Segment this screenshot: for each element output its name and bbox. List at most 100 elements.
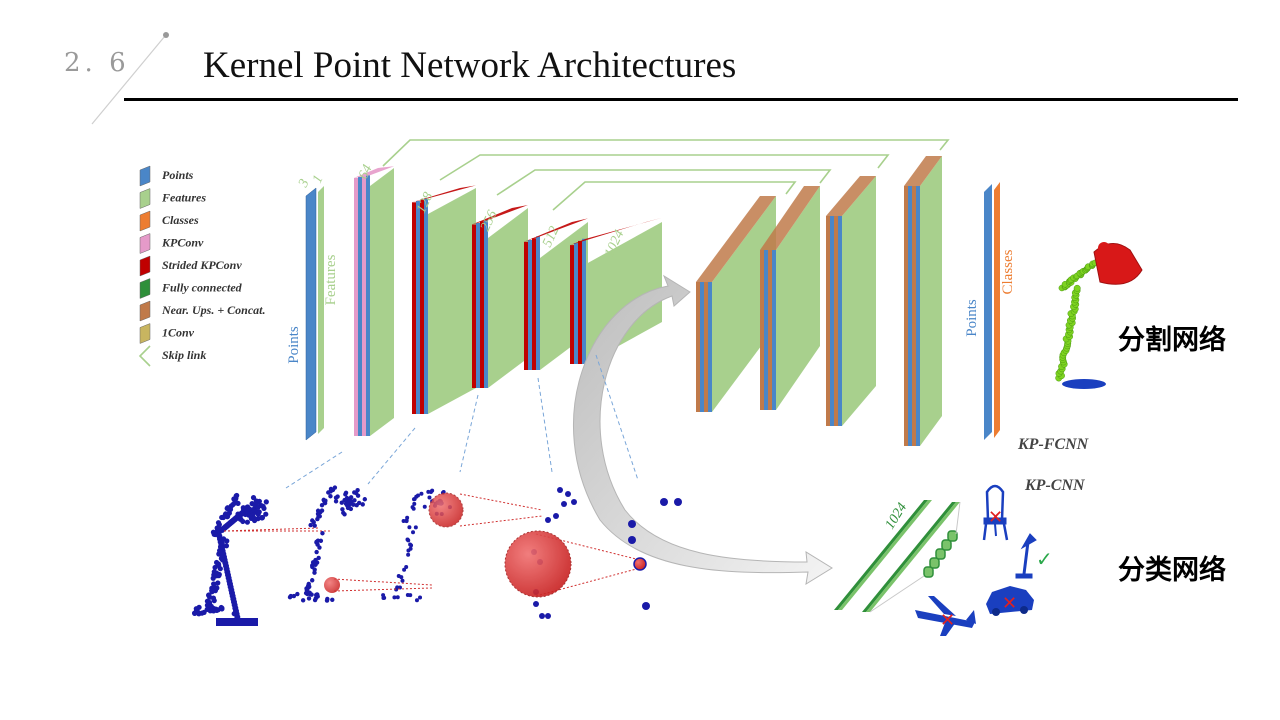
cloud-point bbox=[571, 499, 577, 505]
fc-layers bbox=[834, 500, 961, 613]
cloud-point bbox=[404, 564, 409, 569]
cloud-point bbox=[405, 515, 410, 520]
cloud-point bbox=[208, 603, 214, 609]
cloud-point bbox=[310, 518, 315, 523]
output-classes-label: Classes bbox=[1000, 249, 1016, 294]
section-number: 2. 6 bbox=[64, 48, 130, 78]
cloud-point bbox=[307, 590, 312, 596]
cloud-point bbox=[642, 602, 650, 610]
cloud-point bbox=[259, 515, 265, 521]
network-layers bbox=[305, 156, 1000, 446]
legend-swatch bbox=[139, 188, 151, 209]
cloud-point bbox=[315, 508, 321, 513]
cloud-point bbox=[223, 543, 230, 549]
cloud-point bbox=[400, 578, 405, 583]
cloud-point bbox=[408, 542, 413, 547]
cloud-point bbox=[660, 498, 668, 506]
decoder-block bbox=[904, 156, 942, 446]
point-clouds bbox=[192, 485, 682, 626]
cloud-point bbox=[244, 519, 251, 525]
cloud-point bbox=[312, 523, 317, 528]
cloud-point bbox=[342, 497, 347, 503]
wrong-mark: ✕ bbox=[988, 507, 1003, 528]
cloud-point bbox=[300, 598, 306, 603]
cloud-point bbox=[557, 487, 563, 493]
cloud-point bbox=[381, 595, 386, 600]
cloud-point bbox=[224, 513, 231, 519]
kernel-ball bbox=[633, 557, 647, 571]
cloud-point bbox=[261, 505, 267, 511]
cloud-point bbox=[312, 597, 318, 603]
cloud-point bbox=[310, 578, 315, 583]
cloud-point bbox=[231, 611, 237, 617]
cloud-point bbox=[209, 587, 215, 594]
classification-network-label: 分类网络 bbox=[1118, 555, 1226, 586]
legend-label: Points bbox=[162, 168, 194, 182]
legend-label: Features bbox=[161, 191, 206, 205]
cloud-point bbox=[213, 559, 220, 566]
cloud-point bbox=[319, 503, 325, 508]
legend-swatch bbox=[139, 323, 151, 344]
cnn-label: KP-CNN bbox=[1024, 477, 1086, 494]
cloud-point bbox=[628, 520, 636, 528]
cloud-point bbox=[217, 566, 223, 572]
cloud-point bbox=[405, 537, 410, 542]
legend-item: Features bbox=[139, 188, 206, 209]
cloud-point bbox=[232, 605, 238, 611]
cloud-point bbox=[314, 592, 319, 598]
legend-item: KPConv bbox=[139, 233, 204, 254]
cloud-point bbox=[314, 539, 319, 544]
lamp-base bbox=[216, 618, 258, 626]
layer-block bbox=[412, 185, 476, 414]
cloud-point bbox=[211, 531, 217, 537]
cloud-point bbox=[411, 497, 416, 502]
legend-item: Strided KPConv bbox=[139, 255, 242, 277]
cloud-point bbox=[224, 538, 230, 544]
decor-dot bbox=[163, 32, 169, 38]
chair-object bbox=[982, 484, 1009, 541]
cloud-point bbox=[235, 500, 241, 506]
legend-swatch bbox=[139, 300, 151, 322]
fcnn-label: KP-FCNN bbox=[1017, 436, 1090, 453]
cloud-point bbox=[533, 601, 539, 607]
output-points-layer bbox=[984, 184, 992, 440]
cloud-point bbox=[230, 502, 236, 508]
cloud-point bbox=[392, 595, 397, 600]
cloud-point bbox=[217, 548, 223, 554]
kernel-ball bbox=[324, 577, 340, 593]
legend-item: Classes bbox=[139, 210, 199, 232]
cloud-point bbox=[395, 595, 400, 600]
cloud-point bbox=[215, 520, 222, 526]
cloud-point bbox=[333, 495, 339, 500]
cloud-point bbox=[674, 498, 682, 506]
cloud-point bbox=[235, 511, 241, 517]
dim-label: 1 bbox=[310, 173, 327, 186]
legend-item: Skip link bbox=[138, 345, 206, 367]
wrong-mark: ✕ bbox=[940, 610, 955, 631]
decoder-block bbox=[760, 186, 820, 410]
cloud-point bbox=[339, 500, 344, 505]
cloud-point bbox=[360, 502, 365, 507]
cloud-point bbox=[210, 575, 216, 581]
cloud-point bbox=[345, 505, 351, 511]
cloud-point bbox=[219, 606, 225, 612]
cloud-point bbox=[402, 567, 407, 572]
cloud-point bbox=[326, 490, 331, 495]
car-object bbox=[986, 586, 1034, 616]
legend-swatch bbox=[139, 233, 151, 254]
wrong-mark: ✕ bbox=[1002, 593, 1017, 614]
cloud-point bbox=[240, 506, 247, 512]
cloud-point bbox=[395, 585, 400, 590]
cloud-point bbox=[407, 525, 412, 530]
cloud-point bbox=[219, 557, 226, 563]
cloud-point bbox=[316, 555, 321, 561]
cloud-point bbox=[246, 506, 253, 512]
cloud-point bbox=[313, 562, 318, 567]
cloud-point bbox=[250, 495, 257, 501]
cloud-point bbox=[362, 497, 368, 502]
cloud-point bbox=[306, 584, 312, 590]
legend-label: Strided KPConv bbox=[162, 258, 242, 272]
dim-label: 256 bbox=[478, 208, 500, 233]
cloud-point bbox=[413, 525, 418, 530]
output-classes-layer bbox=[994, 182, 1000, 438]
